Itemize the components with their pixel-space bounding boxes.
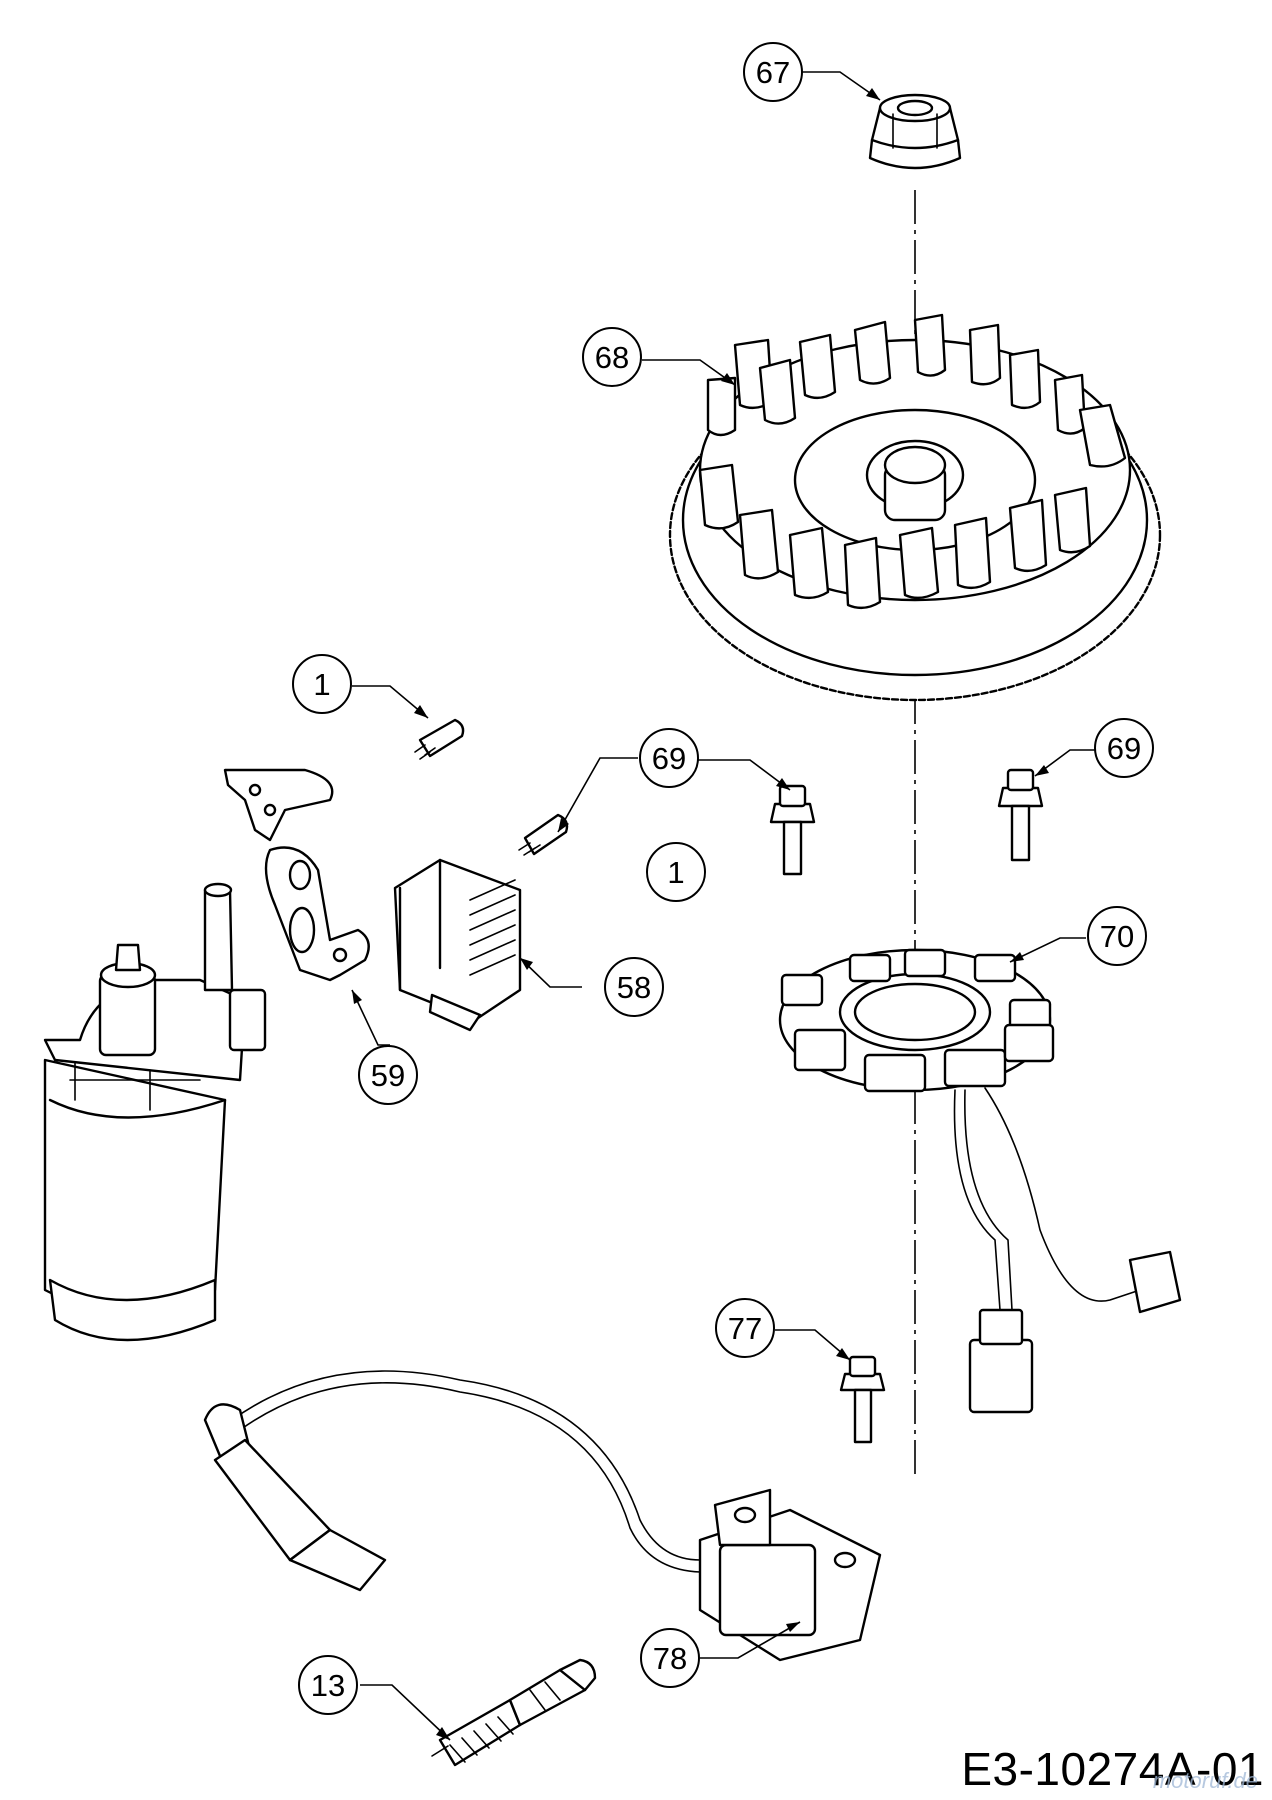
regulator-bracket (264, 846, 370, 982)
flywheel (668, 313, 1162, 702)
flywheel-bolt-right (997, 768, 1044, 862)
stator-charging-coil (778, 948, 1182, 1414)
svg-text:78: 78 (653, 1641, 687, 1676)
ignition-coil-bolt (839, 1355, 886, 1444)
svg-text:1: 1 (667, 855, 684, 890)
leader-lines (351, 71, 1095, 1741)
flange-nut (868, 93, 962, 170)
screw-regulator (518, 813, 569, 856)
svg-text:13: 13 (311, 1668, 345, 1703)
svg-text:1: 1 (313, 667, 330, 702)
spark-plug (431, 1658, 597, 1767)
screw-upper (414, 718, 465, 760)
svg-text:70: 70 (1100, 919, 1134, 954)
callout-67: 67 (743, 42, 803, 102)
starter-motor (43, 882, 267, 1342)
callout-69-right: 69 (1094, 718, 1154, 778)
svg-text:69: 69 (652, 741, 686, 776)
callout-59: 59 (358, 1045, 418, 1105)
callout-77: 77 (715, 1298, 775, 1358)
svg-text:69: 69 (1107, 731, 1141, 766)
callout-68: 68 (582, 327, 642, 387)
svg-text:67: 67 (756, 55, 790, 90)
mounting-bracket-small (223, 768, 334, 842)
drawing-number: E3-10274A-01 (961, 1743, 1264, 1795)
svg-text:59: 59 (371, 1058, 405, 1093)
callout-70: 70 (1087, 906, 1147, 966)
callout-69-left: 69 (639, 728, 699, 788)
svg-text:77: 77 (728, 1311, 762, 1346)
callout-13: 13 (298, 1655, 358, 1715)
callout-1-regulator: 1 (646, 842, 706, 902)
ignition-coil (203, 1370, 882, 1662)
callout-1-upper: 1 (292, 654, 352, 714)
flywheel-bolt-left (769, 784, 816, 876)
callout-78: 78 (640, 1628, 700, 1688)
svg-text:58: 58 (617, 970, 651, 1005)
watermark-logo: motoruf.de (1152, 1768, 1258, 1793)
callout-58: 58 (604, 957, 664, 1017)
svg-text:68: 68 (595, 340, 629, 375)
voltage-regulator (393, 858, 522, 1032)
